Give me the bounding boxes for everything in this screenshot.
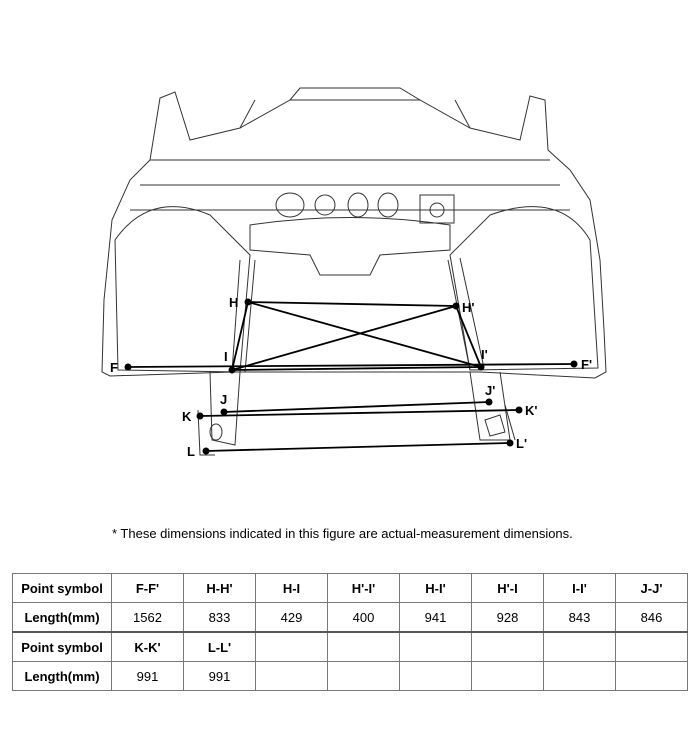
measurement-note: * These dimensions indicated in this fig… (112, 526, 573, 541)
label-k: K (182, 409, 192, 424)
length-cell: 843 (543, 602, 616, 633)
point-j-prime (485, 398, 493, 406)
length-cell (615, 661, 688, 691)
point-k-prime (515, 406, 523, 414)
length-cell: 846 (615, 602, 688, 633)
label-h: H (229, 295, 238, 310)
measurement-lines (127, 301, 575, 452)
measurement-points (124, 298, 578, 455)
label-i-prime: I' (481, 347, 488, 362)
label-j-prime: J' (485, 383, 495, 398)
point-symbol-cell: H-H' (183, 573, 256, 603)
length-cell: 941 (399, 602, 472, 633)
point-i (228, 366, 236, 374)
point-symbol-cell: F-F' (111, 573, 184, 603)
label-l-prime: L' (516, 436, 527, 451)
point-symbol-cell: H-I' (399, 573, 472, 603)
point-symbol-cell (255, 631, 328, 662)
point-symbol-cell: K-K' (111, 631, 184, 662)
label-h-prime: H' (462, 300, 474, 315)
label-i: I (224, 349, 228, 364)
point-symbol-cell: H'-I' (327, 573, 400, 603)
row-header: Point symbol (12, 631, 112, 662)
point-symbol-cell (327, 631, 400, 662)
point-l-prime (506, 439, 514, 447)
point-labels: F F' H H' I I' J J' K K' L L' (110, 295, 592, 459)
length-cell (543, 661, 616, 691)
length-cell (399, 661, 472, 691)
point-f-prime (570, 360, 578, 368)
point-symbol-cell (615, 631, 688, 662)
point-h (244, 298, 252, 306)
length-cell: 833 (183, 602, 256, 633)
point-k (196, 412, 204, 420)
label-l: L (187, 444, 195, 459)
length-cell (327, 661, 400, 691)
label-k-prime: K' (525, 403, 537, 418)
point-l (202, 447, 210, 455)
row-header: Length(mm) (12, 602, 112, 633)
point-f (124, 363, 132, 371)
label-j: J (220, 392, 227, 407)
row-header: Point symbol (12, 573, 112, 603)
row-header: Length(mm) (12, 661, 112, 691)
length-cell (255, 661, 328, 691)
point-symbol-cell: L-L' (183, 631, 256, 662)
label-f: F (110, 360, 118, 375)
length-cell: 991 (183, 661, 256, 691)
vehicle-rear-body-diagram: F F' H H' I I' J J' K K' L L' (101, 87, 607, 459)
length-cell: 400 (327, 602, 400, 633)
point-symbol-cell: I-I' (543, 573, 616, 603)
body-outline-drawing (101, 87, 607, 456)
point-symbol-cell (399, 631, 472, 662)
point-symbol-cell (543, 631, 616, 662)
point-symbol-cell (471, 631, 544, 662)
length-cell: 991 (111, 661, 184, 691)
length-cell: 429 (255, 602, 328, 633)
length-cell: 1562 (111, 602, 184, 633)
point-symbol-cell: H-I (255, 573, 328, 603)
length-cell (471, 661, 544, 691)
label-f-prime: F' (581, 357, 592, 372)
point-symbol-cell: J-J' (615, 573, 688, 603)
length-cell: 928 (471, 602, 544, 633)
point-i-prime (477, 363, 485, 371)
point-symbol-cell: H'-I (471, 573, 544, 603)
point-j (220, 408, 228, 416)
point-h-prime (452, 302, 460, 310)
